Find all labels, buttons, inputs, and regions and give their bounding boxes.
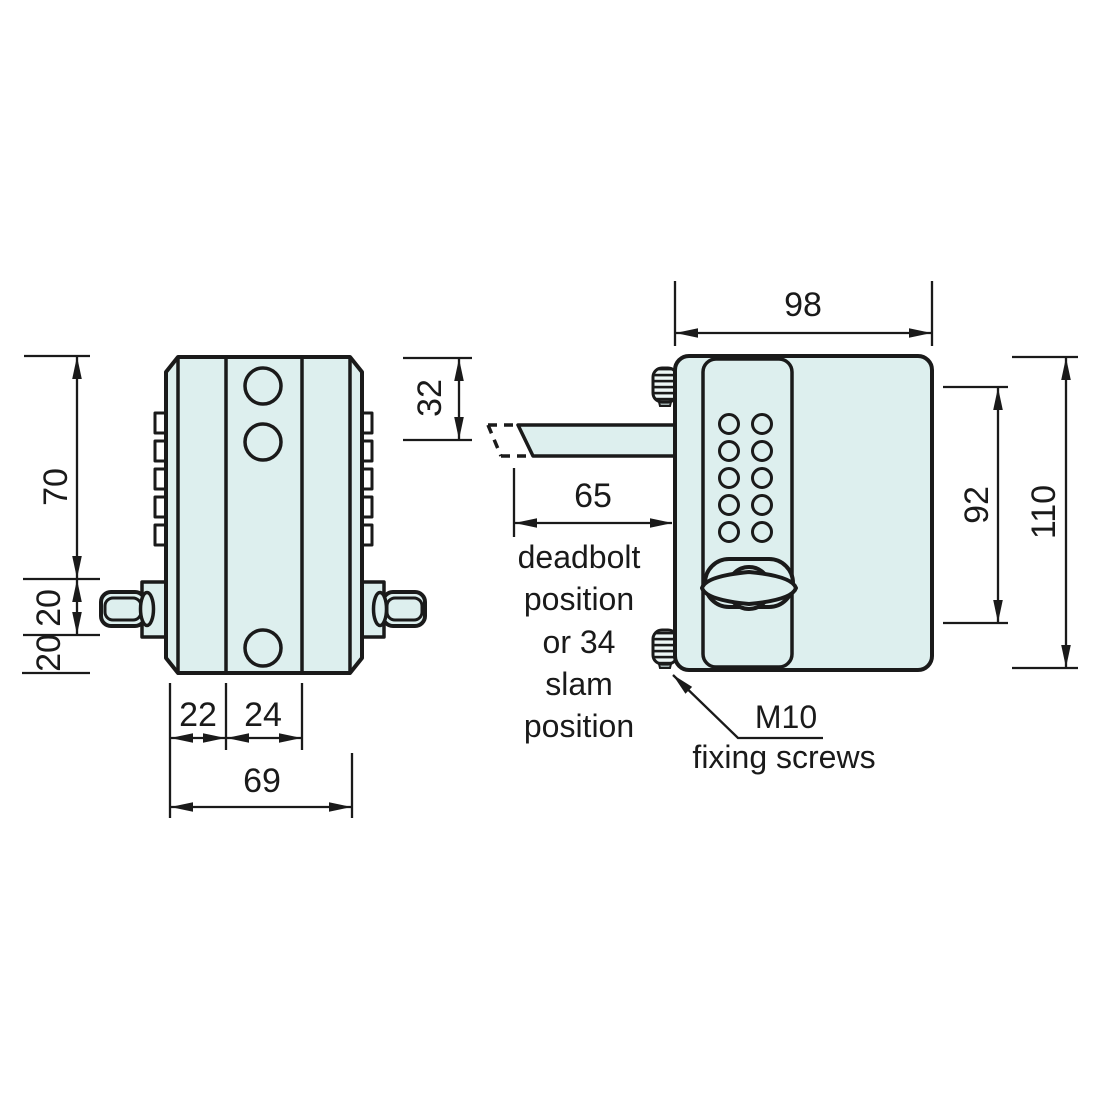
- fixing-hole-top: [243, 366, 283, 406]
- dim-32: 32: [403, 356, 472, 442]
- screw-note-line-2: fixing screws: [692, 739, 875, 775]
- dim-92: 92: [943, 385, 1008, 625]
- bolt-position-note: deadbolt position or 34 slam position: [518, 539, 641, 744]
- deadbolt-phantom-outline: [486, 423, 533, 458]
- dim-label-69: 69: [243, 762, 281, 800]
- dim-label-98: 98: [784, 286, 822, 324]
- keypad-buttons: [718, 413, 773, 543]
- bolt-note-line-5: position: [524, 708, 634, 744]
- spindle-left: [99, 580, 172, 639]
- spindle-right: [352, 580, 427, 639]
- dim-label-70: 70: [37, 468, 75, 506]
- deadbolt: [516, 423, 680, 458]
- dim-70-20-20: 70 20 20: [22, 354, 100, 675]
- dim-98: 98: [673, 281, 934, 346]
- dim-label-65: 65: [574, 477, 612, 515]
- dimensions: 70 20 20 22 24 69 32: [22, 281, 1078, 818]
- screw-note-line-1: M10: [755, 699, 817, 735]
- thumbturn-knob: [700, 557, 798, 611]
- bolt-note-line-3: or 34: [543, 624, 616, 660]
- right-view-lock-front: [486, 354, 934, 672]
- bolt-note-line-1: deadbolt: [518, 539, 641, 575]
- dim-label-24: 24: [244, 696, 282, 734]
- dim-label-20-lower: 20: [30, 634, 68, 672]
- dim-label-92: 92: [958, 486, 996, 524]
- dim-22-24-69: 22 24 69: [168, 683, 354, 818]
- dim-65: 65: [512, 468, 673, 537]
- screw-callout: M10 fixing screws: [672, 674, 876, 775]
- dim-label-32: 32: [411, 379, 449, 417]
- keypad-panel: [701, 357, 794, 669]
- dim-label-22: 22: [179, 696, 217, 734]
- fixing-hole-mid: [243, 422, 283, 462]
- dim-label-20-spindle: 20: [30, 589, 68, 627]
- dim-label-110: 110: [1025, 485, 1063, 539]
- lock-front-body: [673, 354, 934, 672]
- bolt-note-line-4: slam: [545, 666, 613, 702]
- fixing-hole-bottom: [243, 628, 283, 668]
- bolt-note-line-2: position: [524, 581, 634, 617]
- dim-110: 110: [1012, 355, 1078, 670]
- left-view-lock-side: [99, 355, 427, 675]
